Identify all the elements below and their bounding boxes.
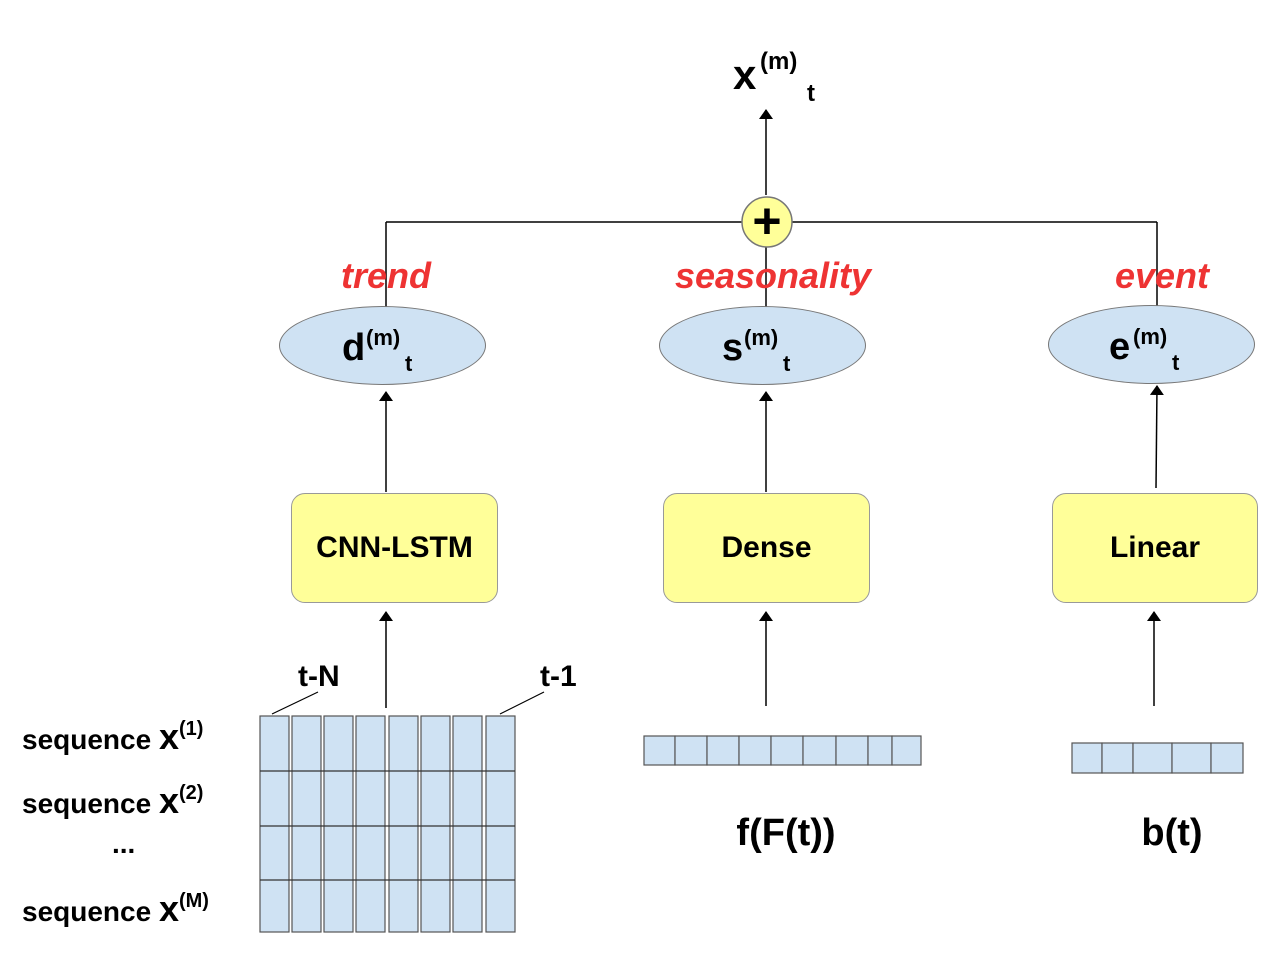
linear-block: Linear: [1052, 493, 1258, 603]
cnn-lstm-block: CNN-LSTM: [291, 493, 498, 603]
sequence-ellipsis: ...: [112, 828, 136, 859]
t-n-leader-line: [271, 691, 319, 715]
sequence-label-1: sequence x(1): [22, 716, 204, 757]
dense-block: Dense: [663, 493, 870, 603]
event-input-label: b(t): [1141, 812, 1203, 854]
sequence-window-grid: [259, 715, 516, 933]
window-start-label: t-N: [298, 660, 340, 693]
seasonality-var: s: [722, 327, 744, 369]
seasonality-sup: (m): [744, 325, 779, 350]
seasonality-node: s (m) t: [659, 306, 866, 385]
trend-label: trend: [341, 255, 431, 296]
seasonality-sub: t: [783, 351, 791, 376]
output-label: x (m) t: [733, 50, 833, 110]
event-sup: (m): [1133, 324, 1168, 349]
linear-to-event-arrow: [1149, 385, 1164, 489]
sum-node: [741, 196, 793, 248]
fourier-feature-vector: [643, 735, 922, 766]
fourier-input-label: f(F(t)): [736, 812, 836, 854]
trend-var: d: [342, 327, 366, 369]
seasonality-label: seasonality: [674, 255, 872, 296]
sequence-label-m: sequence x(M): [22, 888, 209, 929]
sequence-label-2: sequence x(2): [22, 780, 204, 821]
event-node: e (m) t: [1048, 305, 1255, 384]
output-sup: (m): [760, 48, 798, 75]
sum-symbol: +: [752, 193, 782, 249]
event-var: e: [1109, 326, 1131, 368]
output-sub: t: [807, 80, 815, 107]
trend-node: d (m) t: [279, 306, 486, 385]
trend-sup: (m): [366, 325, 401, 350]
event-feature-vector: [1071, 742, 1244, 774]
window-end-label: t-1: [540, 660, 577, 693]
output-var: x: [733, 51, 757, 98]
t-1-leader-line: [499, 691, 545, 715]
event-label: event: [1114, 255, 1210, 296]
trend-sub: t: [405, 351, 413, 376]
event-sub: t: [1172, 350, 1180, 375]
